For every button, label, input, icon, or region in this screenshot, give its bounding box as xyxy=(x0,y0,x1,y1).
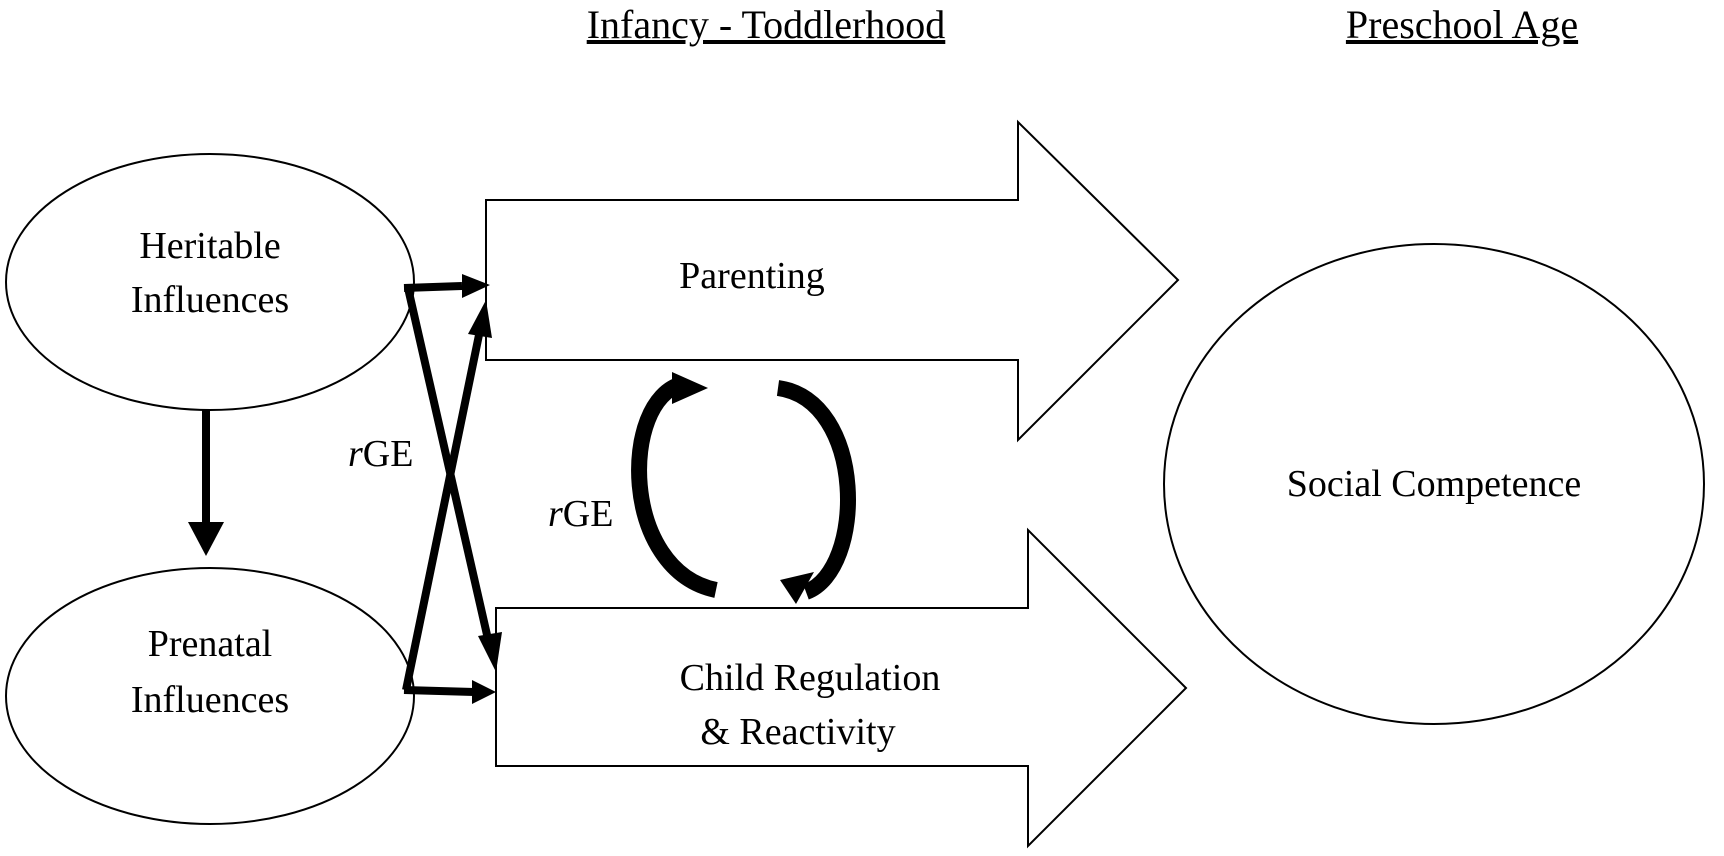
parenting-label: Parenting xyxy=(679,255,825,297)
prenatal-influences-ellipse xyxy=(5,567,415,825)
header-infancy-toddlerhood: Infancy - Toddlerhood xyxy=(587,2,946,47)
heritable-influences-label-line2: Influences xyxy=(131,279,289,321)
rge-label-middle: rGE xyxy=(548,493,613,535)
heritable-to-parenting-arrow xyxy=(403,274,490,298)
prenatal-influences-label-line2: Influences xyxy=(131,679,289,721)
header-preschool-age: Preschool Age xyxy=(1346,2,1578,47)
prenatal-influences-label: Prenatal xyxy=(148,623,273,665)
child-regulation-block-arrow xyxy=(495,527,1188,849)
child-regulation-label-line2: & Reactivity xyxy=(700,711,895,753)
reciprocal-left-curved-arrow xyxy=(631,372,719,598)
prenatal-to-child-regulation-arrow xyxy=(403,680,496,704)
heritable-influences-label: Heritable xyxy=(139,225,280,267)
parenting-block-arrow xyxy=(485,119,1180,443)
social-competence-circle xyxy=(1163,243,1705,725)
social-competence-label: Social Competence xyxy=(1287,463,1581,505)
heritable-to-prenatal-arrow xyxy=(188,410,224,556)
rge-label-left: rGE xyxy=(348,433,413,475)
child-regulation-label: Child Regulation xyxy=(680,657,941,699)
reciprocal-right-curved-arrow xyxy=(776,380,856,604)
prenatal-to-parenting-arrow xyxy=(402,300,492,691)
